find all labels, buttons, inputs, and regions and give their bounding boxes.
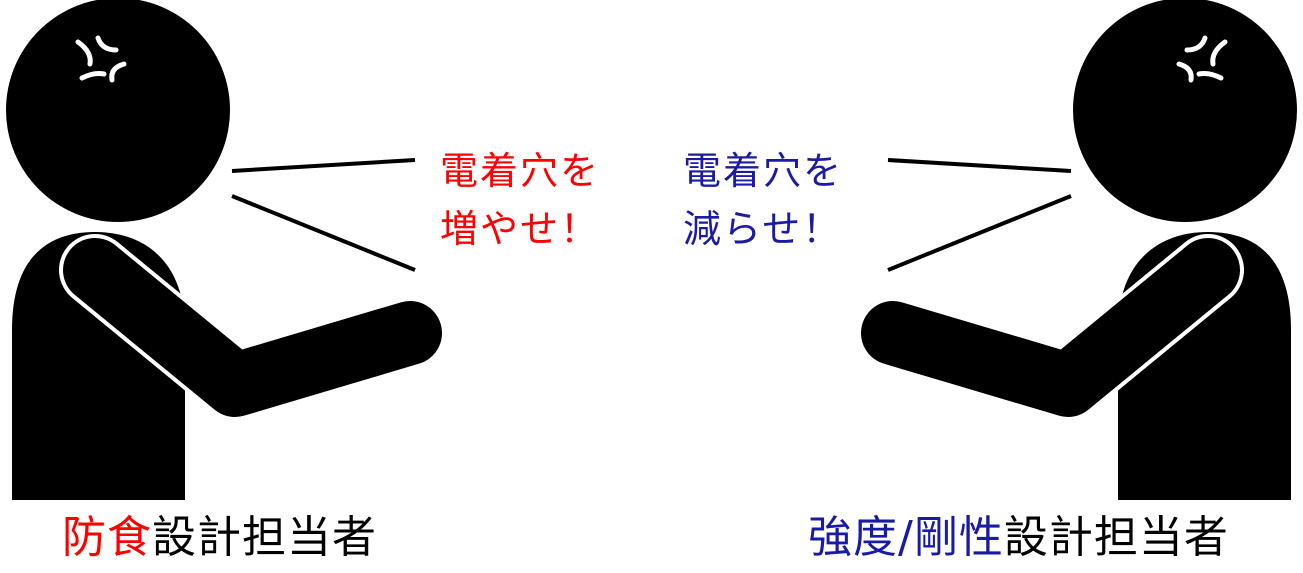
- anger-mark-icon: [75, 35, 127, 83]
- right-speech-line-bottom: [887, 194, 1072, 272]
- left-speech-line-1: 電着穴を: [440, 149, 601, 193]
- anger-mark-icon: [1176, 35, 1228, 83]
- right-speech-line-1: 電着穴を: [683, 149, 844, 193]
- right-person: [857, 0, 1297, 500]
- right-person-head: [1073, 0, 1297, 222]
- right-speech-line-2: 減らせ！: [683, 207, 843, 251]
- left-person-arm: [63, 238, 442, 417]
- right-person-arm: [861, 238, 1240, 417]
- left-speech-line-top: [231, 158, 416, 173]
- left-person-head: [6, 0, 230, 222]
- left-person: [6, 0, 446, 500]
- right-speech-text: 電着穴を 減らせ！: [683, 142, 843, 258]
- right-speech-line-top: [887, 158, 1072, 173]
- left-speech-line-bottom: [231, 194, 416, 272]
- right-role-highlight: 強度/剛性: [808, 512, 1004, 563]
- left-role-highlight: 防食: [62, 512, 152, 563]
- left-role-caption: 防食設計担当者: [62, 508, 377, 568]
- left-role-rest: 設計担当者: [152, 512, 377, 563]
- right-role-caption: 強度/剛性設計担当者: [808, 508, 1229, 568]
- left-speech-text: 電着穴を 増やせ！: [440, 142, 600, 258]
- right-role-rest: 設計担当者: [1003, 512, 1229, 563]
- left-speech-line-2: 増やせ！: [440, 207, 601, 251]
